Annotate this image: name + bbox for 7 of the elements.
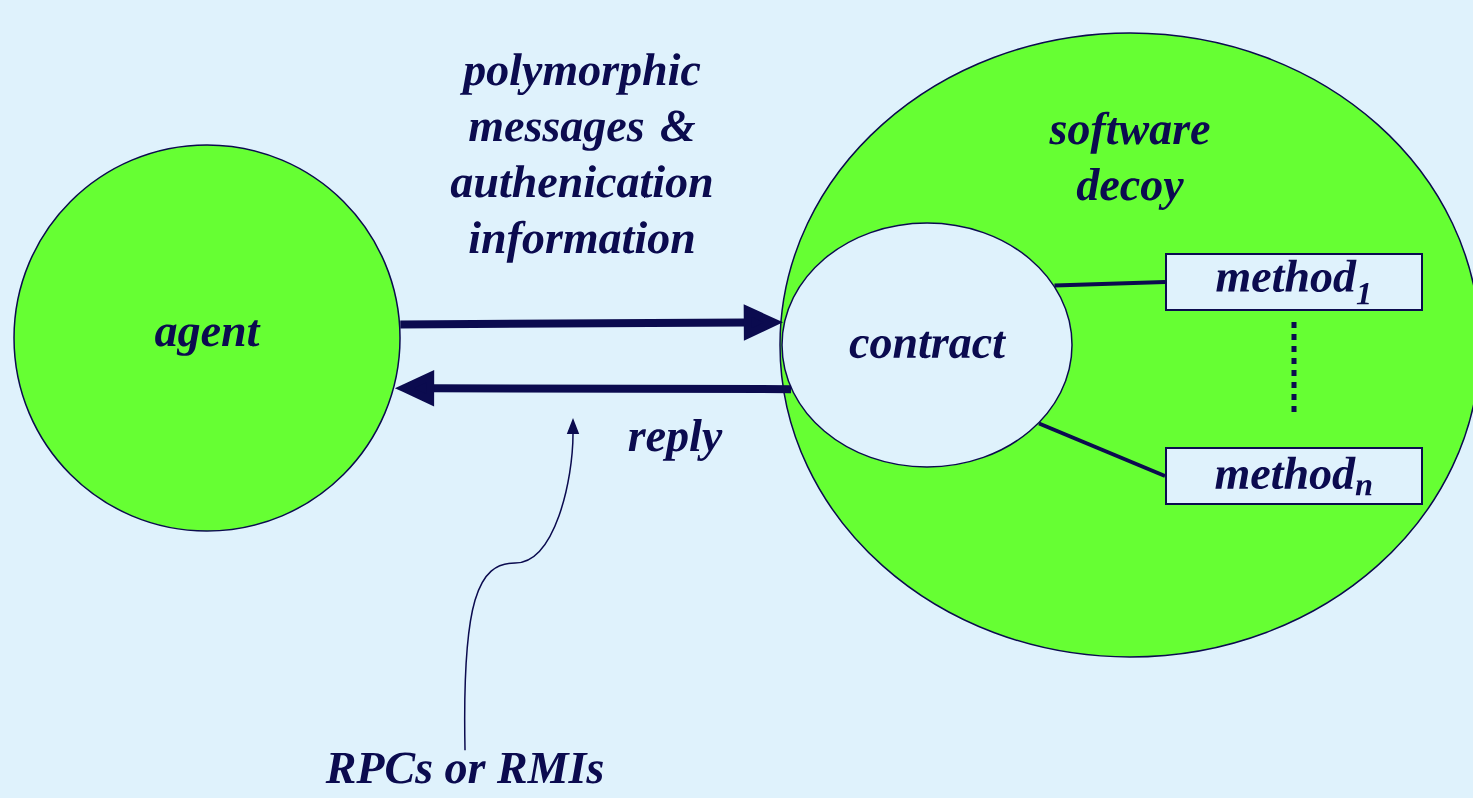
method-box: method$_{1}$ [1165,253,1423,311]
edge-label: reply [628,419,723,461]
method-box: method$_{n}$ [1165,447,1423,505]
connector-line [1038,421,1166,478]
connector-line [1054,280,1166,288]
edge-label: polymorphic messages & authenication information [450,53,712,263]
caption-text: RPCs or RMIs [325,752,603,784]
